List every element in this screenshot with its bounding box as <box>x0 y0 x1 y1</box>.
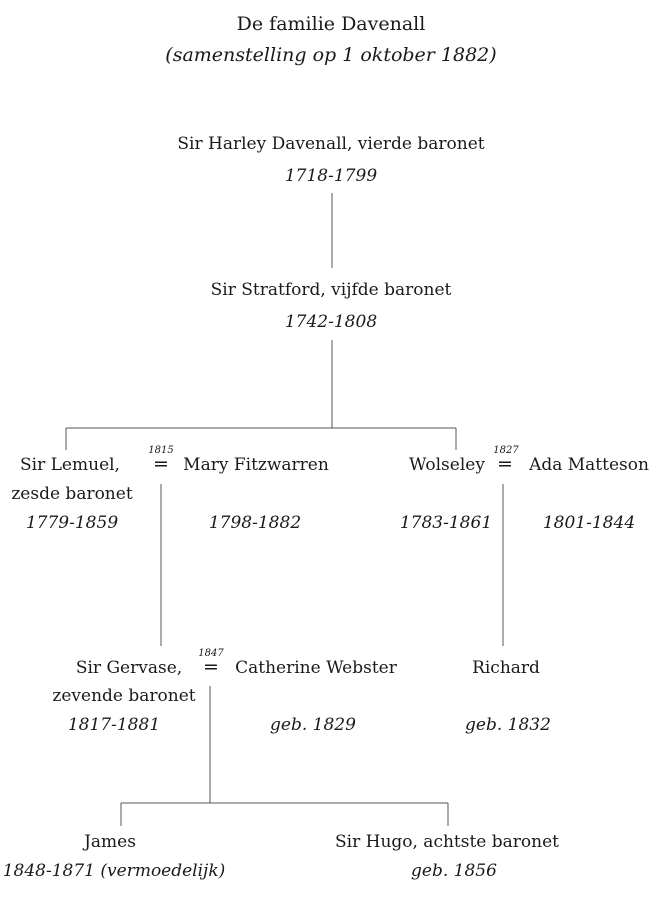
person-hugo-name: Sir Hugo, achtste baronet <box>335 832 559 852</box>
person-stratford-dates: 1742-1808 <box>284 312 378 332</box>
person-gervase-name-line2: zevende baronet <box>52 686 196 706</box>
marriage-symbol-gervase-catherine: = <box>203 656 219 678</box>
marriage-symbol-lemuel-mary: = <box>153 453 169 475</box>
person-james-name: James <box>84 832 136 852</box>
person-harley-dates: 1718-1799 <box>284 166 378 186</box>
marriage-symbol-wolseley-ada: = <box>497 453 513 475</box>
person-lemuel-name-line1: Sir Lemuel, <box>20 455 120 475</box>
person-ada-name: Ada Matteson <box>529 455 649 475</box>
person-lemuel-dates: 1779-1859 <box>25 513 119 533</box>
person-mary-dates: 1798-1882 <box>208 513 302 533</box>
marriage-year-lemuel-mary: 1815 <box>148 445 174 456</box>
person-wolseley-dates: 1783-1861 <box>399 513 493 533</box>
person-richard-name: Richard <box>472 658 540 678</box>
person-catherine-dates: geb. 1829 <box>270 715 356 735</box>
person-catherine-name: Catherine Webster <box>235 658 397 678</box>
person-lemuel-name-line2: zesde baronet <box>11 484 133 504</box>
person-gervase-name-line1: Sir Gervase, <box>75 658 183 678</box>
person-james-dates: 1848-1871 (vermoedelijk) <box>2 861 226 881</box>
person-gervase-dates: 1817-1881 <box>67 715 161 735</box>
page-subtitle: (samenstelling op 1 oktober 1882) <box>165 44 497 66</box>
page-title: De familie Davenall <box>236 13 426 35</box>
person-harley-name: Sir Harley Davenall, vierde baronet <box>177 134 485 154</box>
marriage-year-wolseley-ada: 1827 <box>493 445 519 456</box>
person-richard-dates: geb. 1832 <box>465 715 551 735</box>
person-hugo-dates: geb. 1856 <box>411 861 497 881</box>
person-mary-name: Mary Fitzwarren <box>183 455 329 475</box>
marriage-year-gervase-catherine: 1847 <box>198 648 224 659</box>
person-ada-dates: 1801-1844 <box>542 513 636 533</box>
person-stratford-name: Sir Stratford, vijfde baronet <box>210 280 452 300</box>
person-wolseley-name: Wolseley <box>409 455 485 475</box>
